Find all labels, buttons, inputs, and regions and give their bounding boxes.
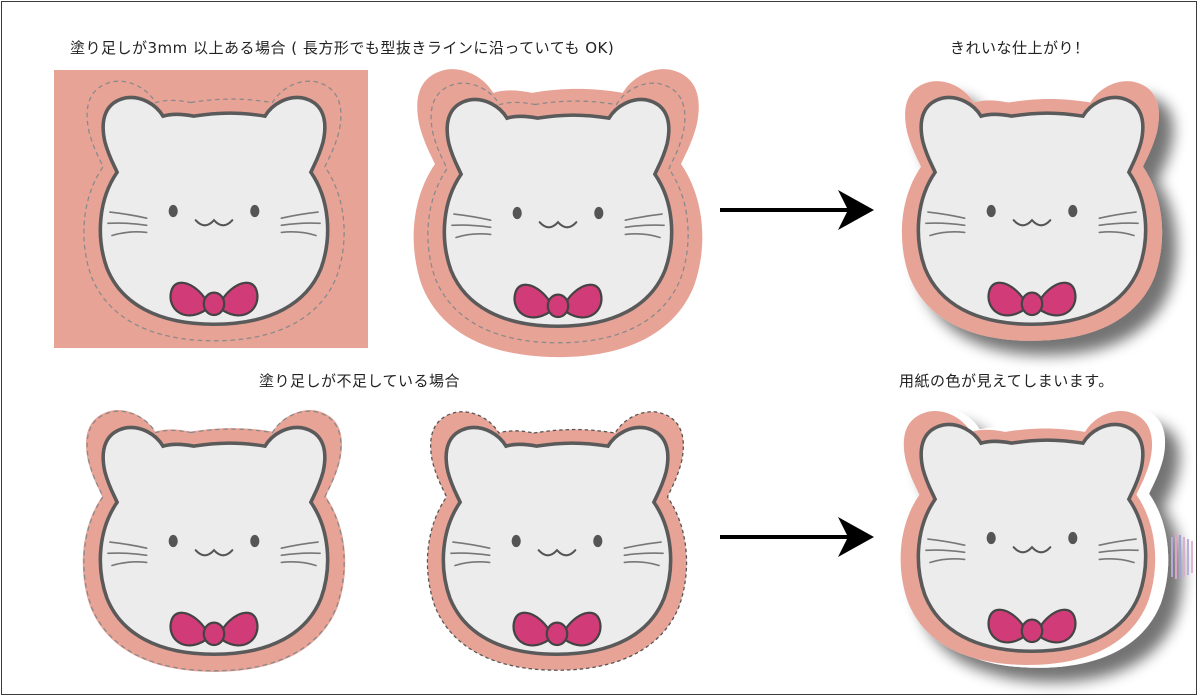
cat-sticker-short-bleed (82, 410, 346, 672)
caption-clean-finish: きれいな仕上がり！ (950, 39, 1090, 57)
caption-paper-visible: 用紙の色が見えてしまいます。 (899, 372, 1114, 390)
cat-sticker-no-bleed (426, 411, 688, 671)
caption-insufficient-bleed: 塗り足しが不足している場合 (259, 372, 461, 390)
cat-sticker-rect-bleed (54, 70, 368, 348)
cat-sticker-contour-bleed (413, 69, 703, 358)
paper-edge-stripes (1171, 533, 1193, 579)
cat-sticker-paper-visible-result (900, 408, 1193, 668)
caption-enough-bleed: 塗り足しが3mm 以上ある場合 ( 長方形でも型抜きラインに沿っていても OK) (70, 39, 615, 57)
cat-sticker-clean-result (901, 81, 1163, 341)
